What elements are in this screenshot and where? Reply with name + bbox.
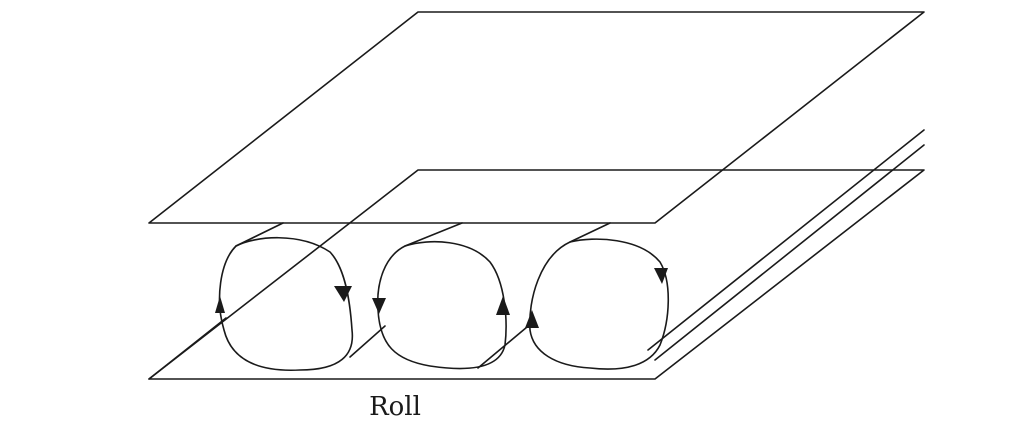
bottom-plate	[148, 169, 925, 380]
arrow-middle-up-icon	[496, 296, 510, 315]
right-edge-lower	[654, 144, 925, 361]
right-edge-upper	[647, 129, 925, 351]
arrow-right-up-icon	[525, 310, 539, 328]
top-plate	[148, 11, 925, 224]
roll-bottom-line-left	[148, 317, 227, 380]
arrow-left-down-icon	[334, 286, 352, 302]
roll-bottom-line-middle	[349, 325, 386, 358]
arrow-left-up-icon	[215, 296, 225, 313]
arrow-right-down-icon	[654, 268, 668, 284]
arrow-middle-down-icon	[372, 298, 386, 314]
roll-top-line-middle	[404, 222, 463, 247]
roll-cell-left	[218, 236, 354, 372]
roll-cell-middle	[376, 240, 507, 370]
roll-top-line-right	[569, 222, 611, 243]
diagram-caption: Roll	[369, 392, 421, 422]
